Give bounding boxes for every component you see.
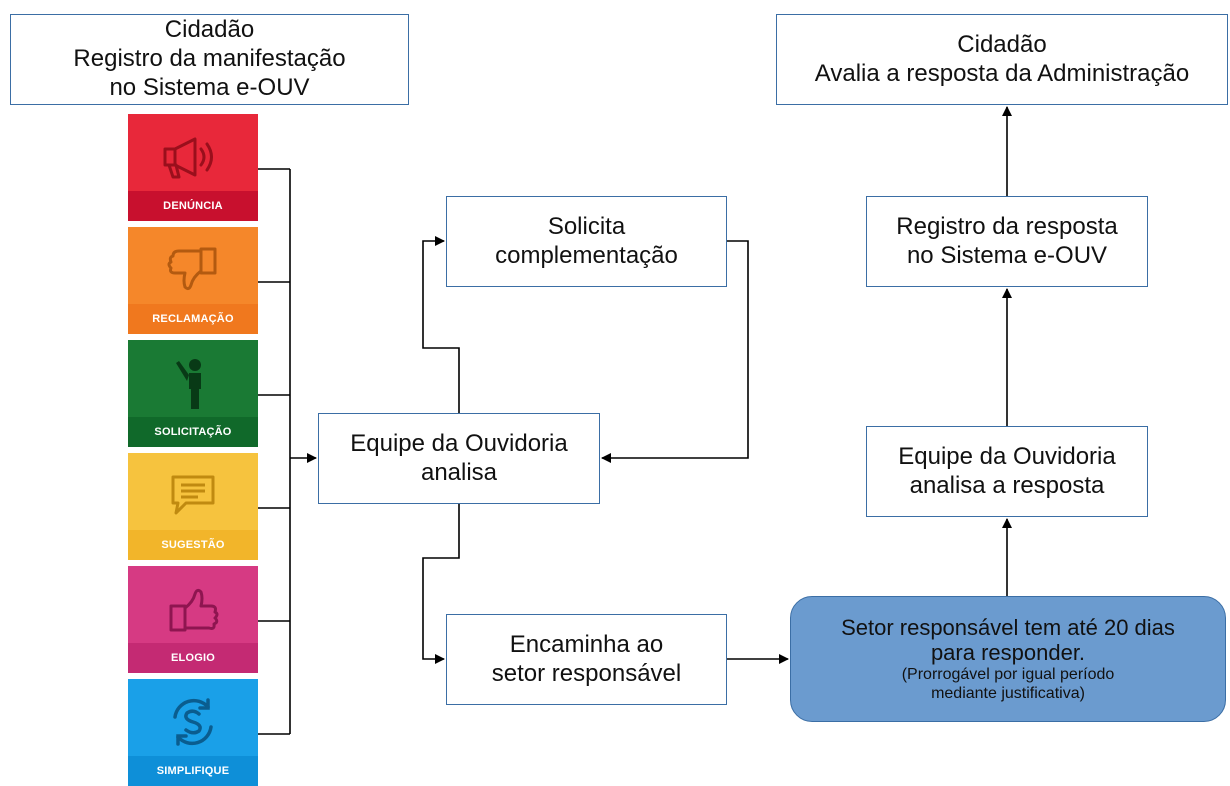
citizen-evaluate-line2: Avalia a resposta da Administração	[814, 59, 1190, 87]
type-label: RECLAMAÇÃO	[128, 304, 258, 334]
type-label: SOLICITAÇÃO	[128, 417, 258, 447]
sector-deadline-line4: mediante justificativa)	[931, 685, 1085, 703]
type-label: SUGESTÃO	[128, 530, 258, 560]
thumbs-up-icon	[128, 576, 258, 642]
ombudsman-analyzes-response-line2: analisa a resposta	[909, 471, 1105, 499]
arrow-request-to-analyze	[601, 240, 749, 463]
type-label: ELOGIO	[128, 643, 258, 673]
ombudsman-analyzes-line1: Equipe da Ouvidoria	[350, 429, 568, 457]
ombudsman-analyzes-response-box: Equipe da Ouvidoria analisa a resposta	[866, 426, 1148, 517]
thumbs-down-icon	[128, 237, 258, 303]
type-tile-reclamacao: RECLAMAÇÃO	[128, 227, 258, 334]
sector-deadline-line3: (Prorrogável por igual período	[901, 666, 1115, 684]
citizen-evaluate-line1: Cidadão	[957, 30, 1047, 58]
simplifique-icon	[128, 689, 258, 755]
speech-bubble-icon	[128, 463, 258, 529]
forward-sector-line2: setor responsável	[491, 659, 682, 687]
citizen-evaluate-box: Cidadão Avalia a resposta da Administraç…	[776, 14, 1228, 105]
arrow-analyze-to-forward	[422, 504, 460, 664]
sector-deadline-line1: Setor responsável tem até 20 dias	[841, 614, 1175, 640]
register-response-line1: Registro da resposta	[896, 212, 1118, 240]
sector-deadline-line2: para responder.	[930, 639, 1086, 665]
request-complement-line1: Solicita	[547, 212, 626, 240]
register-response-box: Registro da resposta no Sistema e-OUV	[866, 196, 1148, 287]
forward-sector-box: Encaminha ao setor responsável	[446, 614, 727, 705]
citizen-register-box: Cidadão Registro da manifestação no Sist…	[10, 14, 409, 105]
citizen-register-line2: Registro da manifestação	[73, 45, 346, 73]
sector-deadline-box: Setor responsável tem até 20 dias para r…	[790, 596, 1226, 722]
arrow-analyze-to-request	[422, 236, 460, 413]
ombudsman-analyzes-response-line1: Equipe da Ouvidoria	[898, 442, 1116, 470]
register-response-line2: no Sistema e-OUV	[906, 241, 1108, 269]
megaphone-icon	[128, 124, 258, 190]
type-tile-sugestao: SUGESTÃO	[128, 453, 258, 560]
ombudsman-analyzes-line2: analisa	[420, 458, 498, 486]
request-complement-box: Solicita complementação	[446, 196, 727, 287]
citizen-register-line1: Cidadão	[164, 16, 255, 44]
type-tile-denuncia: DENÚNCIA	[128, 114, 258, 221]
type-tile-elogio: ELOGIO	[128, 566, 258, 673]
type-label: SIMPLIFIQUE	[128, 756, 258, 786]
type-label: DENÚNCIA	[128, 191, 258, 221]
type-tile-simplifique: SIMPLIFIQUE	[128, 679, 258, 786]
request-complement-line2: complementação	[495, 241, 678, 269]
type-tile-solicitacao: SOLICITAÇÃO	[128, 340, 258, 447]
person-raising-hand-icon	[128, 350, 258, 416]
ombudsman-analyzes-box: Equipe da Ouvidoria analisa	[318, 413, 600, 504]
forward-sector-line1: Encaminha ao	[509, 630, 664, 658]
citizen-register-line3: no Sistema e-OUV	[109, 73, 310, 101]
